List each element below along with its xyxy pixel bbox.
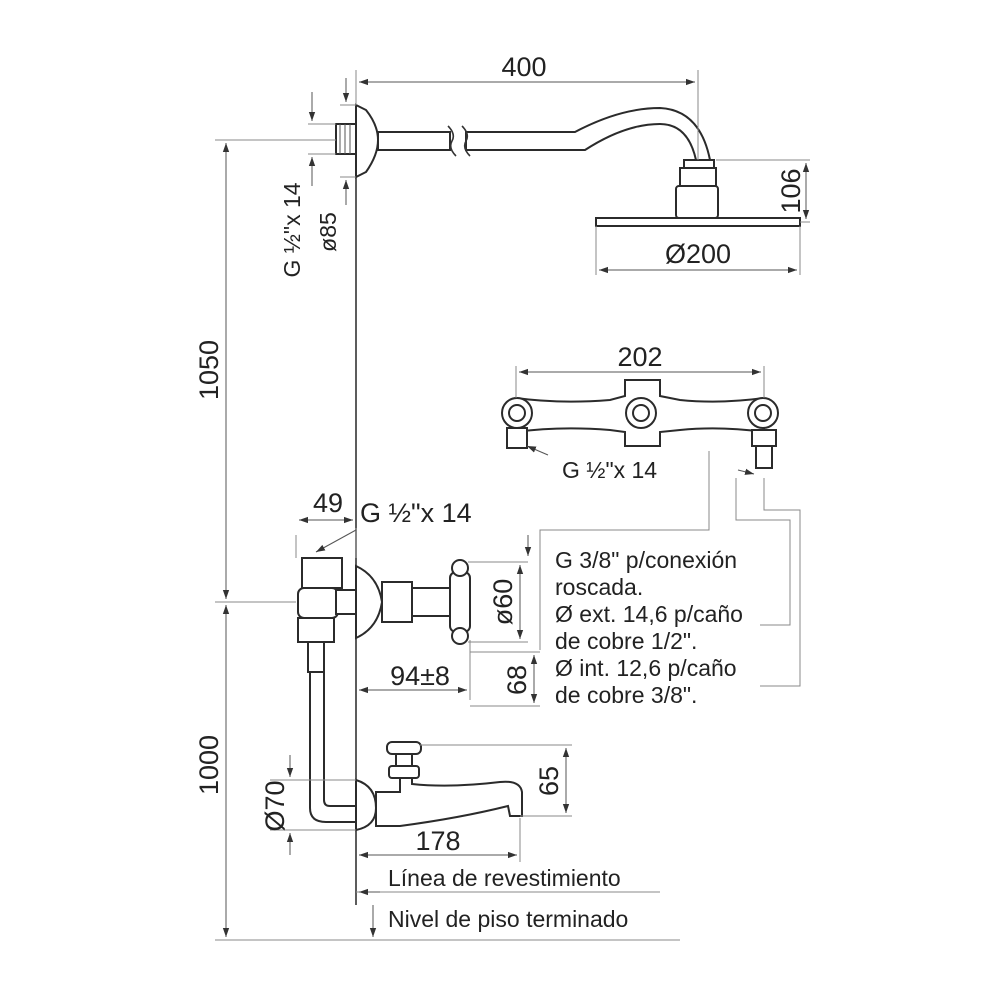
valve-inlet-right-thread	[755, 445, 773, 469]
dim-handle-diameter: ø60	[488, 579, 518, 626]
handle-hub	[411, 587, 451, 617]
dim-handle-height: 68	[502, 665, 532, 695]
spout-flange	[355, 778, 378, 832]
inlet-elbow-top	[301, 557, 343, 589]
svg-text:Ø ext. 14,6 p/caño: Ø ext. 14,6 p/caño	[555, 601, 743, 627]
diverter-knob	[386, 741, 422, 755]
shower-head-plate	[595, 217, 801, 227]
mixer-valve	[297, 557, 471, 673]
handle-bonnet	[381, 581, 413, 623]
dim-arm-length: 400	[501, 52, 546, 82]
head-connector	[675, 185, 719, 219]
handle-rosette	[355, 564, 384, 640]
valve-body	[501, 379, 779, 469]
valve-inlet-right-nut	[751, 429, 777, 447]
connection-note: G 3/8" p/conexión roscada. Ø ext. 14,6 p…	[555, 547, 743, 708]
shower-arm-curve	[465, 106, 712, 161]
label-cladding-line: Línea de revestimiento	[388, 865, 621, 891]
arm-nut	[683, 159, 715, 169]
supply-pipe	[309, 671, 357, 823]
dim-head-height: 106	[776, 168, 806, 213]
wall-thread-fitting	[335, 123, 357, 155]
inlet-elbow	[297, 587, 339, 619]
dim-inlet-offset: 49	[313, 488, 343, 518]
diverter-cap-base	[388, 765, 420, 779]
dim-head-diameter: Ø200	[665, 239, 731, 269]
cross-handle	[449, 571, 471, 633]
inlet-thread	[307, 641, 325, 673]
dim-inlet-thread: G ½"x 14	[360, 498, 472, 528]
dim-shower-height: 1050	[194, 340, 224, 400]
diverter-stem	[395, 753, 413, 767]
valve-stem-sleeve	[335, 589, 357, 615]
dim-valve-thread: G ½"x 14	[562, 457, 657, 483]
dim-flange-diameter: ø85	[315, 212, 341, 252]
svg-text:roscada.: roscada.	[555, 574, 643, 600]
inlet-nut	[297, 617, 335, 643]
label-finished-floor: Nivel de piso terminado	[388, 906, 628, 932]
dim-spout-length: 178	[415, 826, 460, 856]
wall-flange	[355, 103, 380, 179]
spout-body	[375, 771, 523, 827]
valve-inlet-left	[506, 427, 528, 449]
svg-text:de cobre 3/8".: de cobre 3/8".	[555, 682, 697, 708]
dim-valve-spacing: 202	[617, 342, 662, 372]
svg-text:de cobre 1/2".: de cobre 1/2".	[555, 628, 697, 654]
ball-joint	[679, 167, 717, 187]
dim-handle-depth: 94±8	[390, 661, 450, 691]
svg-text:Ø int. 12,6 p/caño: Ø int. 12,6 p/caño	[555, 655, 737, 681]
shower-arm-left	[377, 131, 451, 151]
shower-arm-assembly	[335, 103, 801, 227]
dim-wall-thread: G ½"x 14	[279, 182, 305, 277]
dim-spout-rise: 65	[534, 766, 564, 796]
dim-spout-flange-diameter: Ø70	[260, 780, 290, 831]
svg-text:G 3/8" p/conexión: G 3/8" p/conexión	[555, 547, 737, 573]
dim-spout-height: 1000	[194, 735, 224, 795]
spout-assembly	[309, 671, 523, 832]
